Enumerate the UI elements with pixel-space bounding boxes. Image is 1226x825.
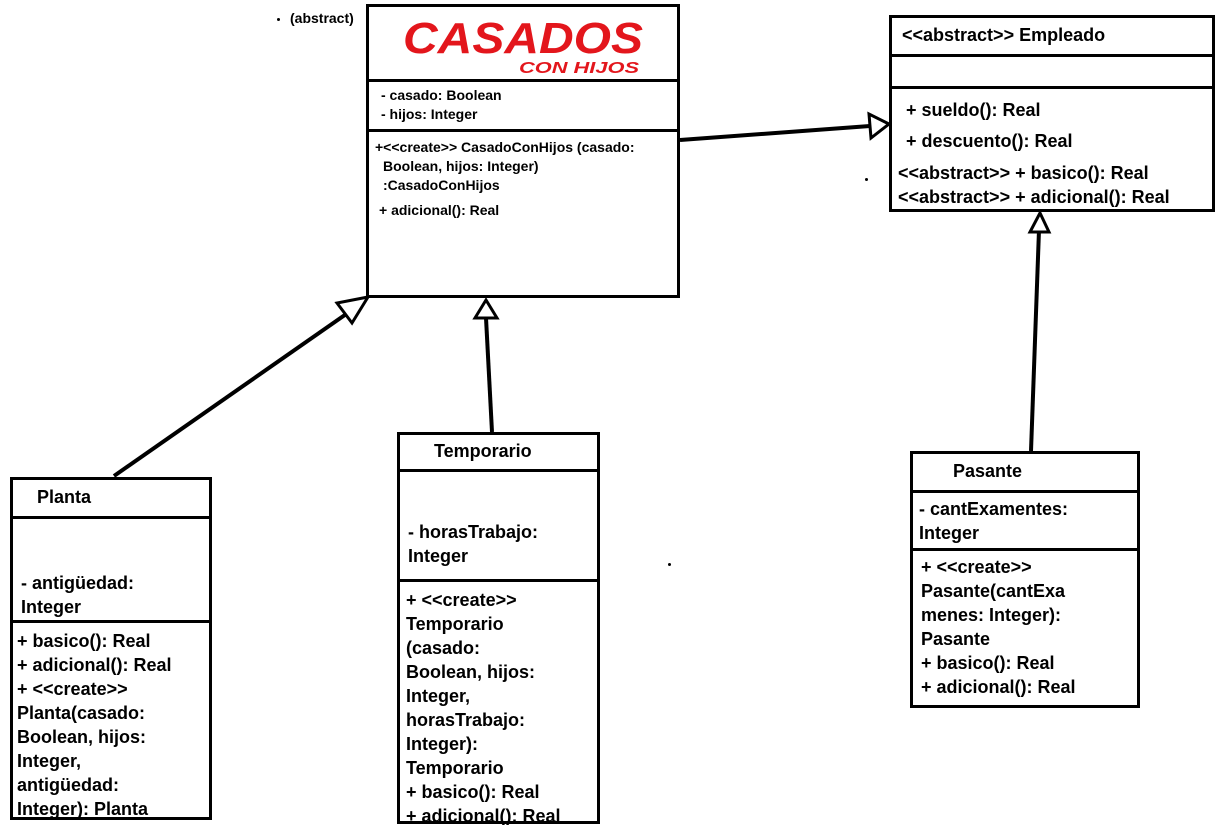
operation-adicional: + adicional(): Real bbox=[379, 202, 500, 218]
operation-line: Boolean, hijos: Integer) bbox=[383, 158, 539, 174]
logo-sub-text: CON HIJOS bbox=[519, 60, 639, 77]
operations-section: + <<create>> Pasante(cantExa menes: Inte… bbox=[913, 548, 1137, 699]
planta-inheritance-arrowhead bbox=[334, 294, 372, 326]
attributes-section: - cantExamentes: Integer bbox=[913, 490, 1137, 548]
operation-line: + basico(): Real bbox=[921, 653, 1055, 673]
abstract-operation-basico: <<abstract>> + basico(): Real bbox=[898, 163, 1149, 183]
operation-line: + adicional(): Real bbox=[406, 806, 561, 825]
casado-empleado-line bbox=[679, 124, 871, 142]
stray-dot bbox=[668, 563, 671, 566]
logo-section: CASADOS CON HIJOS bbox=[369, 7, 677, 79]
attribute-line: Integer bbox=[408, 546, 469, 566]
operations-section: + sueldo(): Real + descuento(): Real <<a… bbox=[892, 86, 1212, 209]
class-planta: Planta - antigüedad: Integer + basico():… bbox=[10, 477, 212, 820]
operations-section: +<<create>> CasadoConHijos (casado: Bool… bbox=[369, 129, 677, 220]
operation-line: Boolean, hijos: bbox=[17, 727, 147, 747]
operation-line: + adicional(): Real bbox=[17, 655, 172, 675]
attribute-line: Integer bbox=[21, 597, 82, 617]
operation-line: Integer): Planta bbox=[17, 799, 149, 819]
operation-line: (casado: bbox=[406, 638, 481, 658]
planta-inheritance-line bbox=[112, 308, 354, 478]
operation-line: antigüedad: bbox=[17, 775, 119, 795]
operation-line: Pasante bbox=[921, 629, 991, 649]
operation-descuento: + descuento(): Real bbox=[906, 131, 1073, 151]
stray-dot bbox=[277, 18, 280, 21]
operation-line: Boolean, hijos: bbox=[406, 662, 536, 682]
temporario-inheritance-line bbox=[484, 317, 494, 433]
operation-line: horasTrabajo: bbox=[406, 710, 526, 730]
operation-line: Integer, bbox=[406, 686, 471, 706]
attribute-line: - antigüedad: bbox=[21, 573, 134, 593]
operation-line: Temporario bbox=[406, 614, 504, 634]
class-name: Planta bbox=[37, 487, 92, 507]
attribute-line: - horasTrabajo: bbox=[408, 522, 539, 542]
attributes-section: - horasTrabajo: Integer bbox=[400, 469, 597, 579]
attribute-line: - cantExamentes: bbox=[919, 499, 1069, 519]
pasante-inheritance-line bbox=[1029, 229, 1041, 452]
operation-line: + <<create>> bbox=[17, 679, 128, 699]
abstract-operation-adicional: <<abstract>> + adicional(): Real bbox=[898, 187, 1170, 207]
operation-line: Integer): bbox=[406, 734, 478, 754]
operation-line: + <<create>> bbox=[921, 557, 1032, 577]
attributes-section: - antigüedad: Integer bbox=[13, 516, 209, 620]
attribute-casado: - casado: Boolean bbox=[381, 87, 502, 103]
class-casado-con-hijos: CASADOS CON HIJOS - casado: Boolean - hi… bbox=[366, 4, 680, 298]
operation-line: Pasante(cantExa bbox=[921, 581, 1066, 601]
class-temporario: Temporario - horasTrabajo: Integer + <<c… bbox=[397, 432, 600, 825]
operation-line: Integer, bbox=[17, 751, 82, 771]
pasante-inheritance-arrowhead bbox=[1027, 209, 1052, 234]
operation-line: + <<create>> bbox=[406, 590, 517, 610]
attributes-section: - casado: Boolean - hijos: Integer bbox=[369, 79, 677, 129]
abstract-note: (abstract) bbox=[290, 10, 354, 26]
operation-sueldo: + sueldo(): Real bbox=[906, 100, 1041, 120]
temporario-inheritance-arrowhead bbox=[472, 297, 500, 320]
attribute-hijos: - hijos: Integer bbox=[381, 106, 478, 122]
class-name: Pasante bbox=[953, 461, 1023, 481]
operation-line: menes: Integer): bbox=[921, 605, 1062, 625]
operations-section: + <<create>> Temporario (casado: Boolean… bbox=[400, 579, 597, 825]
operation-line: + basico(): Real bbox=[406, 782, 540, 802]
casados-con-hijos-logo: CASADOS CON HIJOS bbox=[403, 14, 643, 77]
casado-empleado-arrowhead bbox=[867, 111, 892, 141]
operation-line: +<<create>> CasadoConHijos (casado: bbox=[375, 139, 635, 155]
stray-dot bbox=[865, 178, 868, 181]
class-pasante: Pasante - cantExamentes: Integer + <<cre… bbox=[910, 451, 1140, 708]
logo-main-text: CASADOS bbox=[403, 14, 643, 63]
operation-line: Temporario bbox=[406, 758, 504, 778]
operations-section: + basico(): Real + adicional(): Real + <… bbox=[13, 620, 209, 821]
operation-line: :CasadoConHijos bbox=[383, 177, 500, 193]
operation-line: Planta(casado: bbox=[17, 703, 146, 723]
attribute-line: Integer bbox=[919, 523, 980, 543]
class-name: <<abstract>> Empleado bbox=[902, 25, 1106, 45]
operation-line: + basico(): Real bbox=[17, 631, 151, 651]
attributes-section bbox=[892, 54, 1212, 86]
class-empleado: <<abstract>> Empleado + sueldo(): Real +… bbox=[889, 15, 1215, 212]
class-name: Temporario bbox=[434, 441, 532, 461]
operation-line: + adicional(): Real bbox=[921, 677, 1076, 697]
